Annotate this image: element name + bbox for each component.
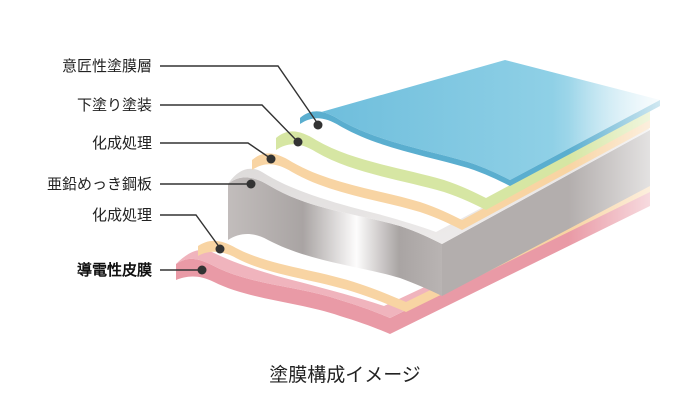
dot-undercoat xyxy=(293,137,303,147)
diagram-caption: 塗膜構成イメージ xyxy=(269,363,421,386)
layer-chemical-lower xyxy=(198,182,650,312)
dot-chemical-lower xyxy=(215,244,225,254)
leader-line-design-coat xyxy=(160,65,319,125)
dot-design-coat xyxy=(313,120,323,130)
leader-dots xyxy=(197,120,323,275)
layer-steel-side xyxy=(228,177,442,296)
dot-steel xyxy=(246,179,256,189)
layer-conductive-film xyxy=(176,190,650,334)
label-conductive: 導電性皮膜 xyxy=(77,261,152,279)
label-steel: 亜鉛めっき鋼板 xyxy=(47,175,152,193)
label-chemical-upper: 化成処理 xyxy=(92,134,152,152)
layer-stack xyxy=(176,40,690,360)
dot-conductive xyxy=(197,265,207,275)
layer-labels: 意匠性塗膜層 下塗り塗装 化成処理 亜鉛めっき鋼板 化成処理 導電性皮膜 xyxy=(47,57,152,279)
label-undercoat: 下塗り塗装 xyxy=(77,96,152,114)
layer-conductive-top xyxy=(176,186,650,318)
label-chemical-lower: 化成処理 xyxy=(92,206,152,224)
leader-line-undercoat xyxy=(160,104,299,143)
leader-lines xyxy=(160,65,319,271)
label-design-coat: 意匠性塗膜層 xyxy=(62,57,152,75)
leader-line-chemical-upper xyxy=(160,142,271,159)
leader-line-chemical-lower xyxy=(160,214,221,249)
fade-overlay xyxy=(420,40,690,360)
dot-chemical-upper xyxy=(266,154,276,164)
